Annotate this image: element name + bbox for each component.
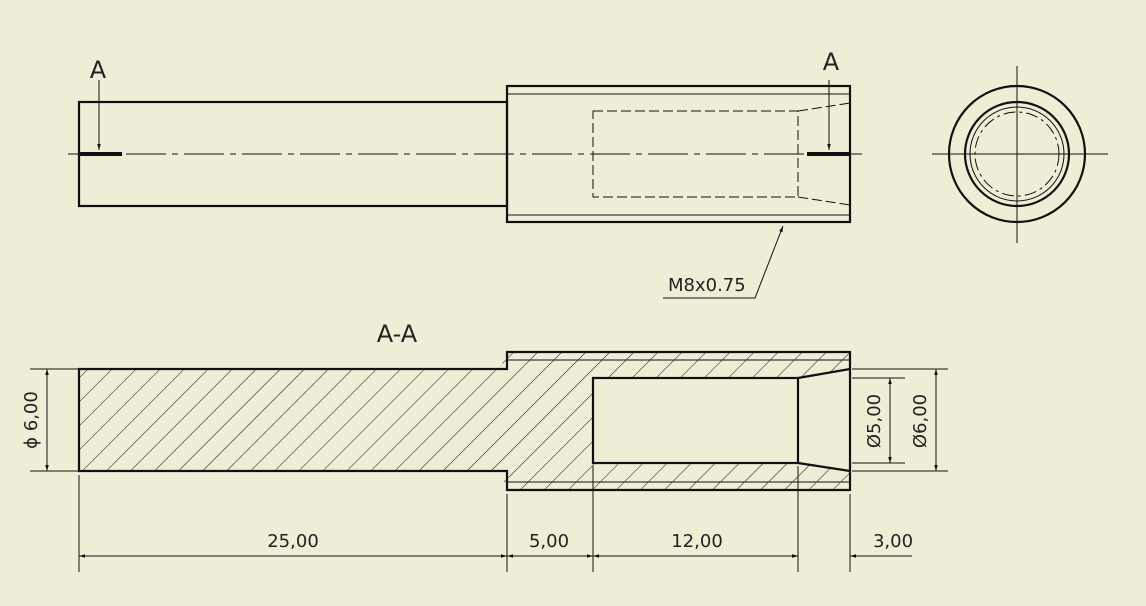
dim-collar-length: 5,00 bbox=[529, 531, 569, 552]
thread-callout: M8x0.75 bbox=[668, 275, 746, 296]
dim-bore-diameter: Ø5,00 bbox=[864, 394, 885, 448]
front-view: A A M8x0.75 bbox=[68, 48, 862, 299]
dim-shaft-length: 25,00 bbox=[267, 531, 319, 552]
section-label-left: A bbox=[90, 56, 107, 84]
thread-leader bbox=[663, 225, 784, 299]
dim-bore-depth: 12,00 bbox=[671, 531, 723, 552]
end-view bbox=[932, 66, 1108, 243]
hatching bbox=[79, 352, 850, 490]
dim-outer-diameter: Ø6,00 bbox=[910, 394, 931, 448]
dim-shaft-diameter: ϕ 6,00 bbox=[21, 391, 42, 449]
dim-chamfer-length: 3,00 bbox=[873, 531, 913, 552]
bore bbox=[591, 376, 800, 465]
section-view bbox=[77, 350, 852, 492]
section-title: A-A bbox=[377, 320, 418, 348]
section-label-right: A bbox=[823, 48, 840, 76]
dimensions: ϕ 6,00 Ø5,00 Ø6,00 25,00 5,00 12,00 3,00 bbox=[21, 368, 948, 572]
